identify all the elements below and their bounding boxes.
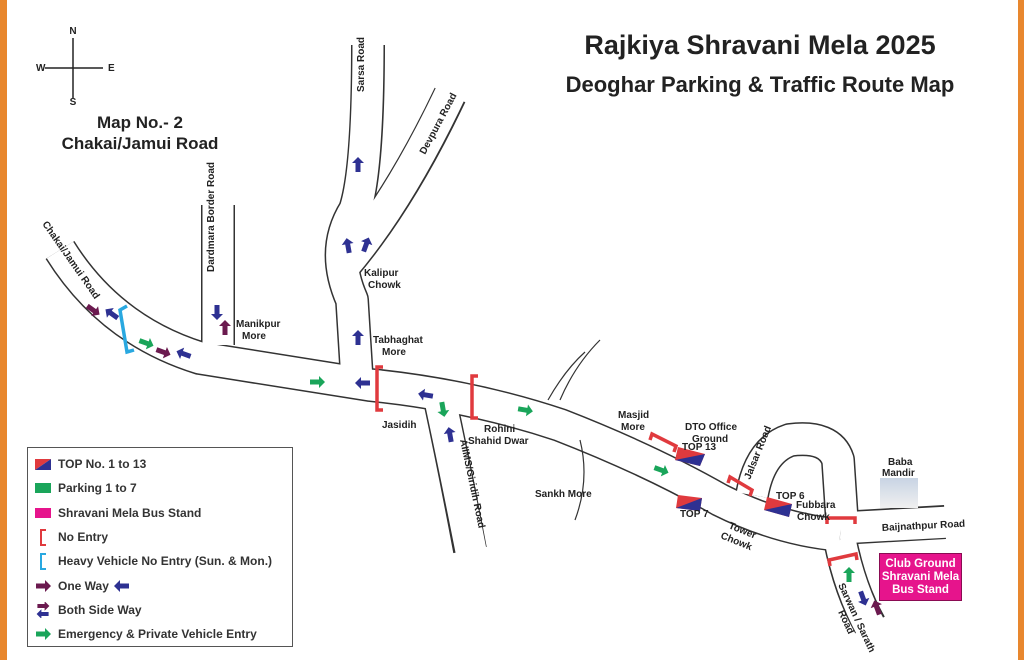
emergency-arrow-icon <box>34 627 52 641</box>
map-title: Rajkiya Shravani Mela 2025 <box>584 30 936 60</box>
place-dto: DTO Office <box>685 422 737 433</box>
heavy-vehicle-no-entry-marker <box>118 304 135 355</box>
legend-item-one-way: One Way <box>34 573 292 597</box>
bus-stand-line-1: Club Ground <box>885 558 956 570</box>
legend-label: No Entry <box>58 530 109 545</box>
place-jasidih: Jasidih <box>382 420 416 431</box>
place-kalipur-2: Chowk <box>368 280 401 291</box>
map-number-label: Map No.- 2 <box>97 113 183 132</box>
return-arrow-icon <box>113 579 131 593</box>
bus-stand-line-2: Shravani Mela <box>881 571 960 583</box>
place-manikpur-2: More <box>242 331 266 342</box>
top-13-marker: TOP 13 <box>675 442 717 466</box>
legend-item-heavy-no-entry: Heavy Vehicle No Entry (Sun. & Mon.) <box>34 549 292 573</box>
legend-label: Heavy Vehicle No Entry (Sun. & Mon.) <box>58 554 273 569</box>
place-masjid: Masjid <box>618 410 649 421</box>
legend-item-parking: Parking 1 to 7 <box>34 476 292 500</box>
road-network <box>45 39 951 638</box>
road-label-sarsa: Sarsa Road <box>356 37 367 92</box>
place-baba-2: Mandir <box>882 468 915 479</box>
compass-n: N <box>69 26 76 37</box>
bus-stand-line-3: Bus Stand <box>892 584 949 596</box>
no-entry-bracket-icon <box>34 528 52 546</box>
legend-label: Parking 1 to 7 <box>58 481 137 496</box>
legend-item-both-side: Both Side Way <box>34 598 292 622</box>
top-6-marker: TOP 6 <box>764 491 805 517</box>
no-entry-jalsar <box>726 474 755 497</box>
place-tabhaghat: Tabhaghat <box>373 335 423 346</box>
legend-label: Emergency & Private Vehicle Entry <box>58 627 257 642</box>
parking-swatch-icon <box>34 481 52 495</box>
page-border-left <box>0 0 7 660</box>
map-route-label: Chakai/Jamui Road <box>61 134 219 153</box>
place-masjid-2: More <box>621 422 645 433</box>
no-entry-fubbara <box>825 516 857 524</box>
compass-icon: N S E W <box>36 26 115 108</box>
page-border-right <box>1018 0 1024 660</box>
legend-item-emergency: Emergency & Private Vehicle Entry <box>34 622 292 646</box>
top-13-label: TOP 13 <box>682 442 717 453</box>
top-swatch-icon <box>34 457 52 471</box>
place-manikpur: Manikpur <box>236 319 281 330</box>
no-entry-tabhaghat <box>375 365 383 412</box>
legend-item-top: TOP No. 1 to 13 <box>34 452 292 476</box>
place-dto-2: Ground <box>692 434 728 445</box>
road-label-baijnathpur: Baijnathpur Road <box>882 519 966 534</box>
bus-stand-box: Club Ground Shravani Mela Bus Stand <box>879 553 962 601</box>
no-entry-sarwan <box>827 551 859 567</box>
place-tabhaghat-2: More <box>382 347 406 358</box>
compass-e: E <box>108 63 115 74</box>
place-fubbara: Fubbara <box>796 500 836 511</box>
no-entry-rohini <box>470 374 478 420</box>
both-side-arrows-icon <box>34 601 52 618</box>
place-rohini-2: Shahid Dwar <box>468 436 529 447</box>
legend: TOP No. 1 to 13 Parking 1 to 7 Shravani … <box>27 447 293 647</box>
legend-item-bus-stand: Shravani Mela Bus Stand <box>34 501 292 525</box>
place-sankh-more: Sankh More <box>535 489 592 500</box>
legend-item-no-entry: No Entry <box>34 525 292 549</box>
legend-label: Shravani Mela Bus Stand <box>58 505 202 520</box>
map-subtitle: Deoghar Parking & Traffic Route Map <box>565 72 955 97</box>
place-kalipur: Kalipur <box>364 268 399 279</box>
no-entry-masjid <box>648 431 679 453</box>
heavy-no-entry-bracket-icon <box>34 552 52 570</box>
no-entry-markers <box>375 365 859 567</box>
baba-mandir-image <box>880 478 918 508</box>
place-baba: Baba <box>888 457 913 468</box>
map-number: Map No.- 2 Chakai/Jamui Road <box>40 112 240 154</box>
top-6-label: TOP 6 <box>776 491 805 502</box>
legend-label: TOP No. 1 to 13 <box>58 457 147 472</box>
legend-label: Both Side Way <box>58 602 142 617</box>
place-fubbara-2: Chowk <box>797 512 830 523</box>
legend-label: One Way <box>58 578 109 593</box>
road-label-dardmara: Dardmara Border Road <box>206 162 217 272</box>
compass-w: W <box>36 63 46 74</box>
one-way-arrow-icon <box>34 579 52 593</box>
bus-stand-swatch-icon <box>34 506 52 520</box>
compass-s: S <box>70 97 77 108</box>
place-rohini: Rohini <box>484 424 515 435</box>
top-7-label: TOP 7 <box>680 509 709 520</box>
top-7-marker: TOP 7 <box>676 495 709 520</box>
